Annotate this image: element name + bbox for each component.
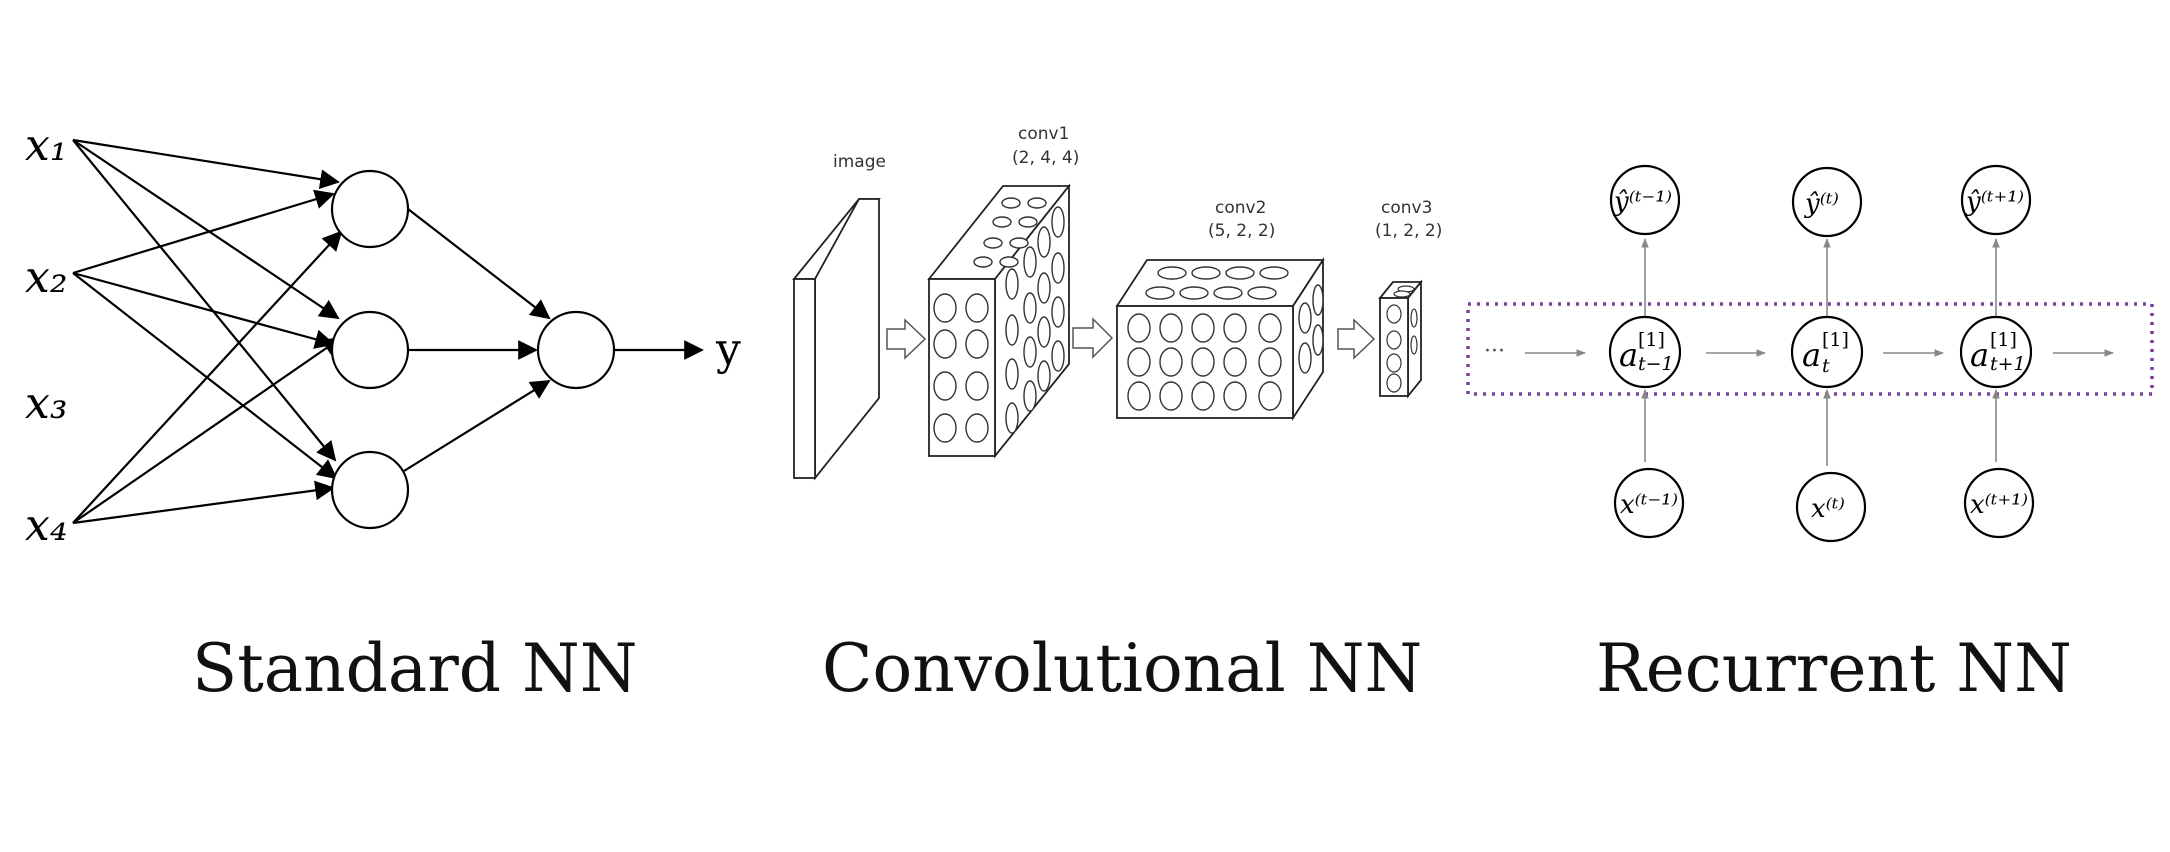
- block-arrow-3: [1337, 318, 1376, 360]
- input-label-t: x⁽ᵗ⁾: [1811, 494, 1845, 524]
- block-arrow-2: [1072, 317, 1114, 359]
- input-x1: x₁: [25, 120, 67, 171]
- conv1-block: [927, 183, 1071, 459]
- hidden-neuron-1: [330, 169, 410, 249]
- conv1-dims: (2, 4, 4): [1012, 148, 1079, 168]
- svg-text:t−1: t−1: [1638, 353, 1674, 375]
- output-label-t+1: ŷ⁽ᵗ⁺¹⁾: [1965, 187, 2024, 217]
- caption-standard-nn: Standard NN: [192, 630, 638, 707]
- conv3-dims: (1, 2, 2): [1375, 221, 1442, 241]
- recurrent-nn: ··· ŷ⁽ᵗ⁻¹⁾ ŷ⁽ᵗ⁾ ŷ⁽ᵗ⁺¹⁾: [1466, 164, 2154, 543]
- input-label-t-1: x⁽ᵗ⁻¹⁾: [1620, 490, 1678, 520]
- hidden-label-t: a [1] t: [1802, 329, 1849, 377]
- hidden-node-t: [1790, 315, 1864, 389]
- svg-text:[1]: [1]: [1638, 329, 1665, 351]
- conv3-block: [1378, 279, 1423, 399]
- sequence-ellipsis: ···: [1484, 339, 1505, 364]
- caption-convolutional-nn: Convolutional NN: [822, 630, 1423, 707]
- output-node-t+1: [1960, 164, 2032, 236]
- recurrent-layer-box: [1466, 302, 2154, 396]
- block-arrow-1: [886, 318, 927, 360]
- svg-text:t+1: t+1: [1990, 353, 2026, 375]
- output-label-t-1: ŷ⁽ᵗ⁻¹⁾: [1613, 187, 1672, 217]
- output-node-t-1: [1609, 164, 1681, 236]
- svg-text:t: t: [1822, 355, 1830, 377]
- input-hidden-edges: [72, 138, 343, 525]
- conv1-label: conv1: [1018, 124, 1069, 144]
- output-label-t: ŷ⁽ᵗ⁾: [1804, 189, 1839, 219]
- svg-text:[1]: [1]: [1822, 329, 1849, 351]
- svg-text:[1]: [1]: [1990, 329, 2017, 351]
- image-slab: [792, 198, 881, 481]
- svg-text:a: a: [1802, 336, 1821, 374]
- conv2-block: [1115, 256, 1325, 422]
- output-neuron: [536, 310, 616, 390]
- conv3-label: conv3: [1381, 198, 1432, 218]
- hidden-neuron-3: [330, 450, 410, 530]
- hidden-label-t+1: a [1] t+1: [1970, 329, 2026, 375]
- svg-text:a: a: [1970, 336, 1989, 374]
- hidden-neuron-2: [330, 310, 410, 390]
- image-label: image: [833, 152, 886, 172]
- hidden-node-t-1: [1608, 315, 1682, 389]
- output-label-y: y: [715, 324, 741, 375]
- input-x4: x₄: [25, 500, 67, 551]
- conv2-dims: (5, 2, 2): [1208, 221, 1275, 241]
- convolutional-nn: image conv1 (2, 4, 4): [792, 124, 1442, 481]
- standard-nn: x₁ x₂ x₃ x₄ y: [25, 120, 741, 551]
- caption-recurrent-nn: Recurrent NN: [1596, 630, 2072, 707]
- input-label-t+1: x⁽ᵗ⁺¹⁾: [1970, 490, 2028, 520]
- hidden-label-t-1: a [1] t−1: [1619, 329, 1674, 375]
- input-node-t+1: [1963, 467, 2035, 539]
- hidden-node-t+1: [1959, 315, 2033, 389]
- conv2-label: conv2: [1215, 198, 1266, 218]
- input-x2: x₂: [25, 252, 67, 303]
- output-node-t: [1791, 166, 1863, 238]
- input-x3: x₃: [25, 378, 67, 429]
- output-arrows: [1641, 238, 2000, 316]
- svg-text:a: a: [1619, 336, 1638, 374]
- input-arrows: [1641, 389, 2000, 466]
- input-node-t: [1795, 471, 1867, 543]
- hidden-output-edges: [403, 208, 551, 472]
- input-node-t-1: [1613, 467, 1685, 539]
